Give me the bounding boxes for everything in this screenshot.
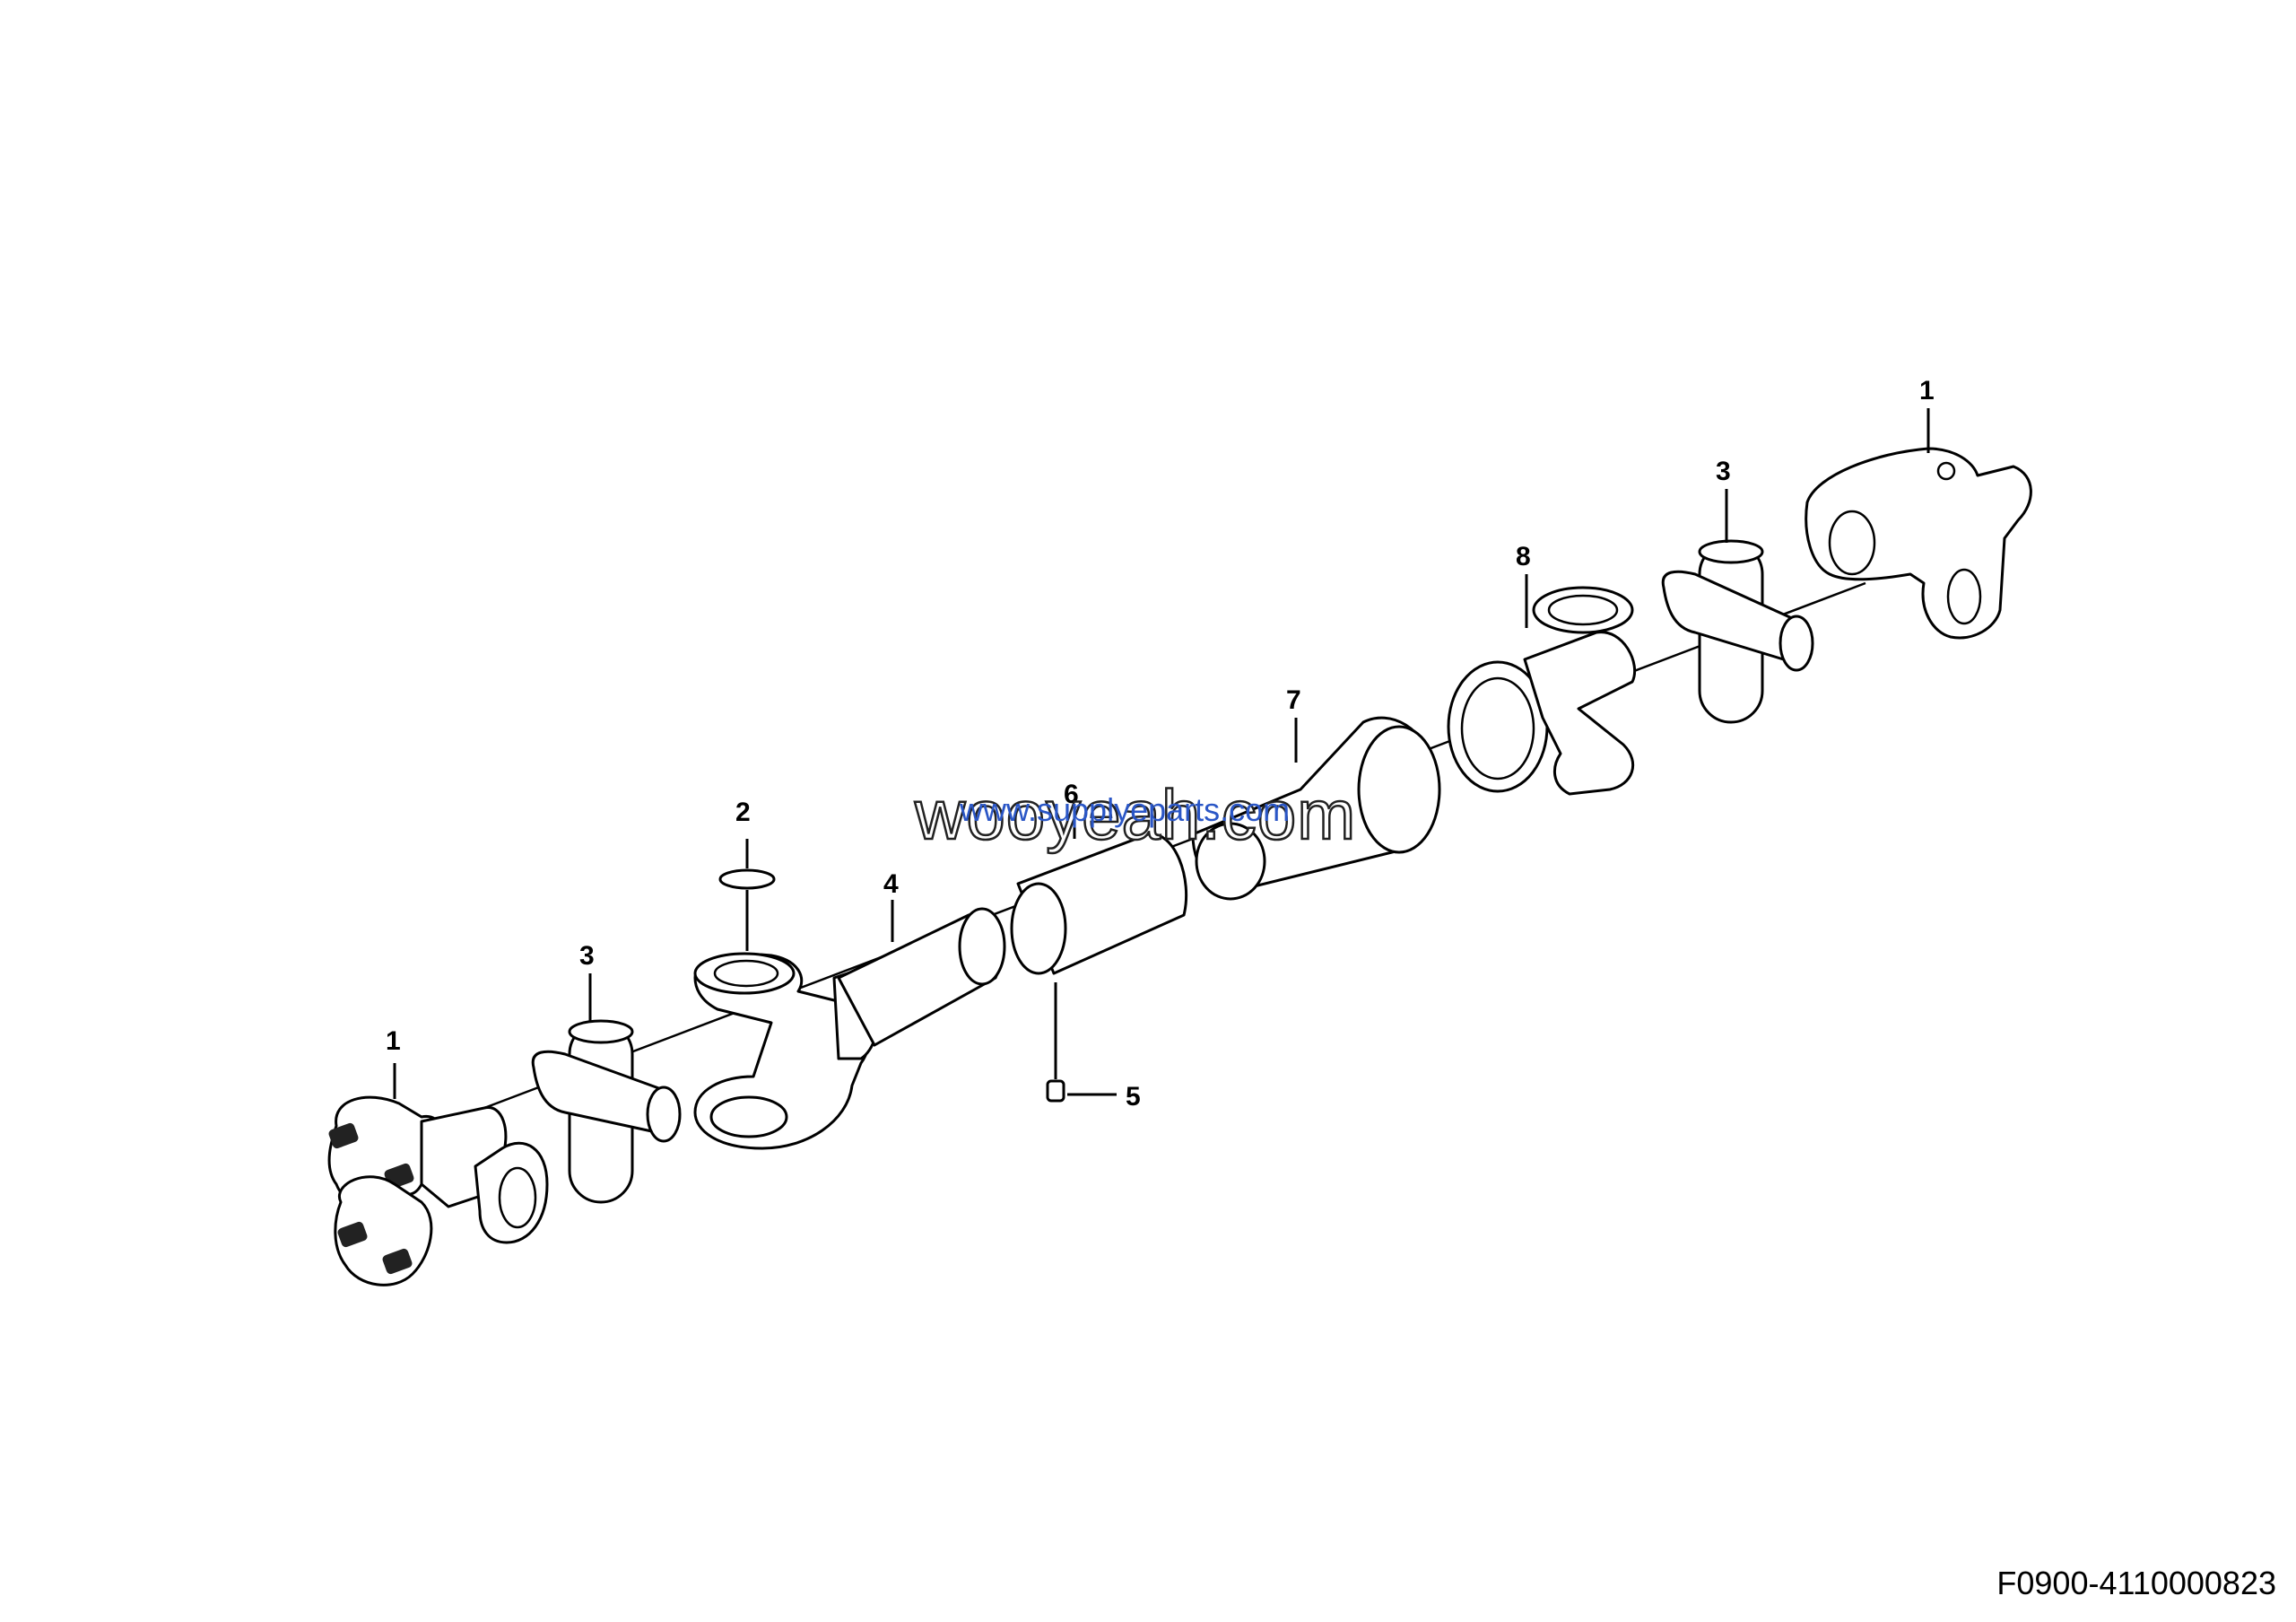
callout-8: 8 (1516, 542, 1531, 571)
callout-3-left: 3 (579, 941, 595, 971)
watermark-sub: www.supplyeparts.com (959, 791, 1290, 828)
callout-7: 7 (1286, 685, 1301, 715)
weld-yoke (1447, 586, 1637, 796)
drawing-code: F0900-4110000823 (1996, 1565, 2276, 1601)
flange-yoke-right (1805, 447, 2032, 640)
callout-1-right: 1 (1919, 376, 1935, 406)
grease-nipple (1046, 1079, 1065, 1103)
callout-1-left: 1 (386, 1026, 401, 1056)
callout-4: 4 (883, 869, 899, 899)
callout-6: 6 (1064, 780, 1079, 809)
flange-yoke-left (327, 1095, 549, 1286)
callout-5: 5 (1126, 1082, 1141, 1112)
callout-2: 2 (735, 798, 751, 827)
cross-spider-right (1661, 539, 1814, 724)
bolt-icon (328, 1122, 359, 1149)
shaft-tube (837, 907, 1006, 1047)
callout-3-right: 3 (1716, 457, 1731, 486)
cross-spider-left (531, 1019, 682, 1204)
splined-shaft (1191, 716, 1441, 901)
slip-sleeve (1010, 833, 1188, 975)
watermark-main: wooyeah.com (914, 775, 1356, 854)
snap-ring (718, 868, 776, 890)
